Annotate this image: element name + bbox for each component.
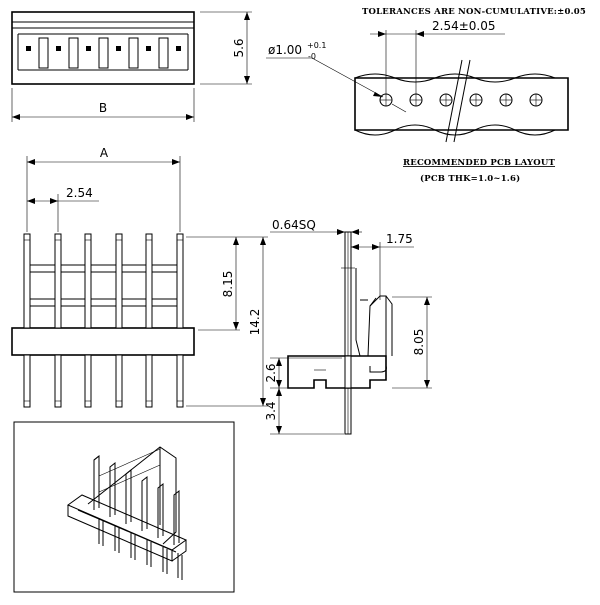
- dim-hole-diameter: ø1.00: [268, 43, 302, 57]
- tolerance-note: TOLERANCES ARE NON-CUMULATIVE:±0.05: [362, 7, 586, 17]
- dim-pin-square: 0.64SQ: [272, 218, 316, 232]
- dim-total-height: 14.2: [248, 309, 262, 336]
- dim-side-height: 8.05: [412, 329, 426, 356]
- dim-top-height: 5.6: [232, 38, 246, 57]
- dim-upper-pin: 8.15: [221, 271, 235, 298]
- top-view: 5.6 B: [11, 11, 252, 122]
- pcb-thickness-note: (PCB THK=1.0~1.6): [420, 173, 520, 184]
- dim-tail-height: 3.4: [264, 401, 278, 420]
- front-pins: [23, 233, 184, 408]
- isometric-pins: [93, 448, 183, 580]
- front-view: A 2.54: [11, 146, 268, 408]
- dim-front-pitch: 2.54: [66, 186, 93, 200]
- dim-hole-tol-plus: +0.1: [307, 41, 326, 50]
- dim-front-width: A: [100, 146, 109, 160]
- dim-base-height: 2.6: [264, 363, 278, 382]
- pcb-layout-view: TOLERANCES ARE NON-CUMULATIVE:±0.05: [266, 7, 586, 184]
- dim-hole-tol-minus: -0: [308, 52, 316, 61]
- dim-side-offset: 1.75: [386, 232, 413, 246]
- isometric-view: [13, 421, 235, 593]
- dim-top-width: B: [99, 101, 107, 115]
- side-view: 0.64SQ 1.75 8.05: [264, 218, 432, 435]
- dim-hole-pitch: 2.54±0.05: [432, 19, 496, 33]
- pcb-layout-title: RECOMMENDED PCB LAYOUT: [403, 158, 555, 168]
- pcb-holes: [379, 93, 543, 107]
